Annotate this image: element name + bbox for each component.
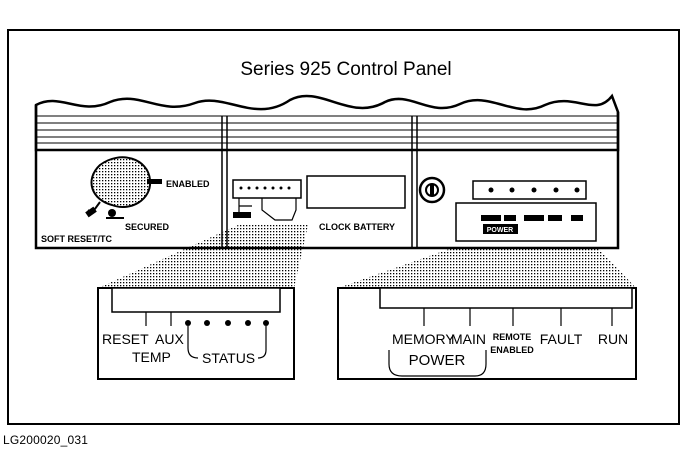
clock-battery-label: CLOCK BATTERY	[319, 222, 395, 232]
main-label: MAIN	[451, 331, 486, 347]
diagram-title: Series 925 Control Panel	[240, 59, 451, 80]
temp-label: TEMP	[132, 349, 171, 365]
memory-label: MEMORY	[392, 331, 455, 347]
outer-frame	[7, 29, 680, 425]
right-detail-box	[337, 287, 637, 380]
secured-label: SECURED	[125, 222, 170, 232]
status-module	[232, 179, 302, 221]
soft-reset-label: SOFT RESET/TC	[41, 234, 113, 244]
panel-chassis	[34, 93, 620, 250]
status-label: STATUS	[202, 350, 255, 366]
figure-id-caption: LG200020_031	[3, 433, 89, 447]
fault-label: FAULT	[540, 331, 583, 347]
enabled-label: ENABLED	[166, 179, 210, 189]
zoom-projection-left	[98, 225, 308, 288]
led-module	[455, 180, 597, 242]
left-detail-box	[97, 287, 295, 380]
zoom-projection-right	[338, 248, 636, 288]
remote-enabled-label: ENABLED	[490, 345, 534, 355]
reset-label: RESET	[102, 331, 149, 347]
round-switch	[418, 176, 446, 204]
remote-label: REMOTE	[493, 332, 532, 342]
enabled-marker	[147, 179, 162, 184]
aux-label: AUX	[155, 331, 184, 347]
power-small-label: POWER	[487, 227, 513, 234]
run-label: RUN	[598, 331, 628, 347]
power-label: POWER	[409, 352, 466, 369]
keyswitch	[85, 156, 162, 219]
battery-bay	[306, 175, 406, 209]
